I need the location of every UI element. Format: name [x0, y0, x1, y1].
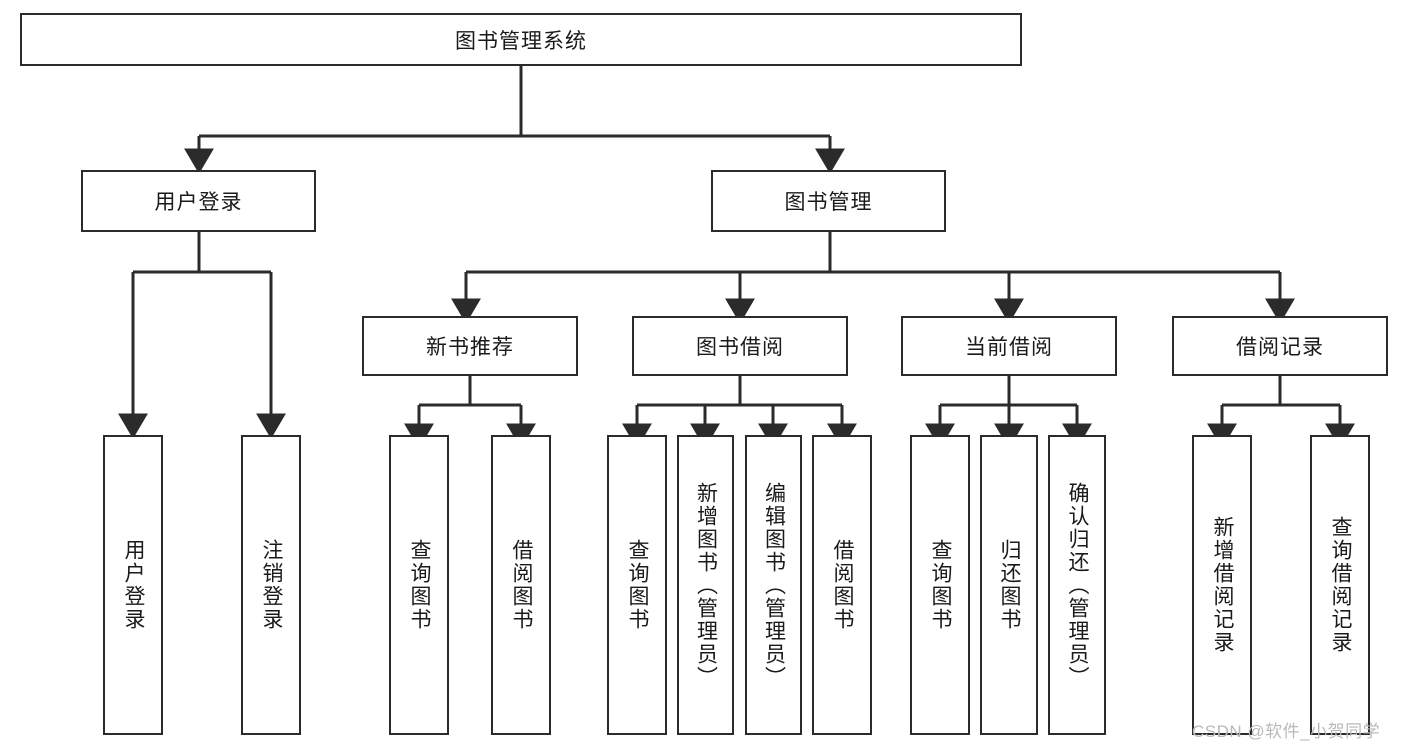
node-label: 查询图书: [928, 539, 952, 631]
node-label: 查询图书: [625, 539, 649, 631]
leaf-query-borrow-record[interactable]: 查询借阅记录: [1310, 435, 1370, 735]
watermark: CSDN @软件_小贺同学: [1192, 722, 1381, 741]
node-label: 新增借阅记录: [1210, 516, 1234, 654]
node-new-book-recommendation[interactable]: 新书推荐: [362, 316, 578, 376]
leaf-query-book-borrowing[interactable]: 查询图书: [607, 435, 667, 735]
node-book-borrowing[interactable]: 图书借阅: [632, 316, 848, 376]
node-label: 用户登录: [154, 191, 243, 214]
node-label: 新增图书（管理员）: [694, 481, 718, 689]
node-label: 图书管理系统: [455, 29, 587, 53]
node-book-management-system[interactable]: 图书管理系统: [20, 13, 1022, 66]
node-label: 编辑图书（管理员）: [762, 481, 786, 689]
node-label: 借阅记录: [1236, 336, 1324, 359]
node-label: 图书借阅: [696, 336, 784, 359]
node-label: 查询图书: [407, 539, 431, 631]
leaf-query-book-current[interactable]: 查询图书: [910, 435, 970, 735]
node-label: 查询借阅记录: [1328, 516, 1352, 654]
leaf-add-book[interactable]: 新增图书（管理员）: [677, 435, 734, 735]
node-label: 用户登录: [121, 539, 145, 631]
node-book-management[interactable]: 图书管理: [711, 170, 946, 232]
leaf-confirm-return[interactable]: 确认归还（管理员）: [1048, 435, 1106, 735]
leaf-query-book-recommendation[interactable]: 查询图书: [389, 435, 449, 735]
leaf-return-book[interactable]: 归还图书: [980, 435, 1038, 735]
leaf-edit-book[interactable]: 编辑图书（管理员）: [745, 435, 802, 735]
node-label: 当前借阅: [965, 336, 1053, 359]
leaf-user-login[interactable]: 用户登录: [103, 435, 163, 735]
node-label: 确认归还（管理员）: [1065, 481, 1089, 689]
node-current-borrowing[interactable]: 当前借阅: [901, 316, 1117, 376]
leaf-logout[interactable]: 注销登录: [241, 435, 301, 735]
node-user-login[interactable]: 用户登录: [81, 170, 316, 232]
node-label: 借阅图书: [830, 539, 854, 631]
leaf-borrow-book-borrowing[interactable]: 借阅图书: [812, 435, 872, 735]
node-label: 图书管理: [784, 191, 873, 214]
node-label: 注销登录: [259, 539, 283, 631]
node-label: 新书推荐: [426, 336, 514, 359]
node-label: 归还图书: [997, 539, 1021, 631]
node-borrowing-record[interactable]: 借阅记录: [1172, 316, 1388, 376]
leaf-borrow-book-recommendation[interactable]: 借阅图书: [491, 435, 551, 735]
leaf-add-borrow-record[interactable]: 新增借阅记录: [1192, 435, 1252, 735]
node-label: 借阅图书: [509, 539, 533, 631]
